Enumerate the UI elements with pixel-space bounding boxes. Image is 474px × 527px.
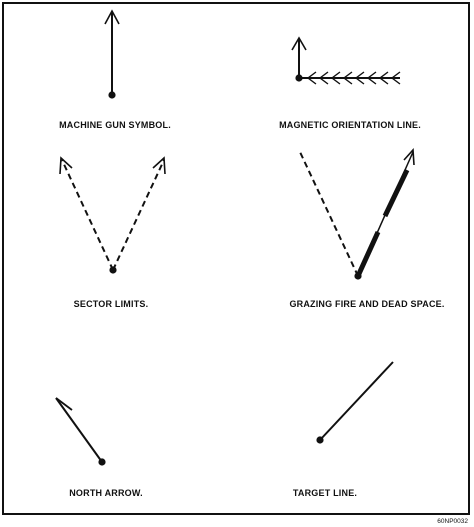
sector-left-limit bbox=[61, 159, 114, 271]
sector-limits-caption: SECTOR LIMITS. bbox=[74, 299, 149, 309]
grazing-fire-symbol bbox=[299, 148, 415, 280]
sector-limits-symbol bbox=[59, 156, 166, 274]
north-arrow-half-head bbox=[55, 397, 73, 411]
grazing-fire-caption: GRAZING FIRE AND DEAD SPACE. bbox=[289, 299, 444, 309]
grazing-fire-segment bbox=[355, 230, 381, 278]
machine-gun-symbol bbox=[104, 9, 120, 99]
north-arrow-caption: NORTH ARROW. bbox=[69, 488, 143, 498]
grazing-fire-dot bbox=[354, 272, 362, 280]
north-arrow-dot bbox=[98, 458, 106, 466]
figure-border bbox=[2, 2, 470, 515]
target-line bbox=[319, 361, 394, 441]
figure-reference-code: 60NP0032 bbox=[437, 518, 468, 525]
machine-gun-caption: MACHINE GUN SYMBOL. bbox=[59, 120, 171, 130]
sector-left-arrowhead bbox=[59, 156, 73, 175]
machine-gun-arrowhead bbox=[104, 9, 120, 25]
grazing-arrowhead bbox=[403, 148, 415, 166]
north-arrow-line bbox=[55, 397, 103, 463]
magnetic-orientation-feathers bbox=[306, 71, 401, 85]
machine-gun-dot bbox=[108, 91, 116, 99]
magnetic-north-arrowhead bbox=[291, 36, 307, 51]
target-line-dot bbox=[316, 436, 324, 444]
target-line-caption: TARGET LINE. bbox=[293, 488, 357, 498]
sector-right-arrowhead bbox=[152, 156, 166, 175]
magnetic-orientation-caption: MAGNETIC ORIENTATION LINE. bbox=[279, 120, 421, 130]
sector-right-limit bbox=[112, 159, 165, 271]
grazing-fire-segment bbox=[382, 168, 410, 218]
grazing-left-dashed-line bbox=[299, 151, 359, 277]
target-line-symbol bbox=[316, 361, 394, 444]
sector-limits-dot bbox=[109, 266, 117, 274]
magnetic-orientation-symbol bbox=[291, 36, 401, 85]
north-arrow-symbol bbox=[55, 397, 106, 466]
magnetic-orientation-dot bbox=[295, 74, 303, 82]
